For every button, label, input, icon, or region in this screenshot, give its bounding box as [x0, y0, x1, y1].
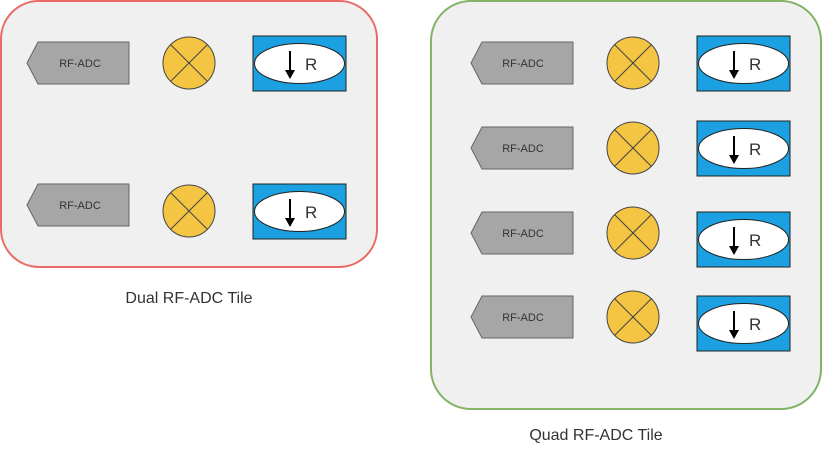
mixer-icon [606, 121, 660, 175]
dual-channel-1: RF-ADC R [26, 35, 347, 92]
quad-channel-3: RF-ADC R [470, 206, 791, 268]
quad-channel-1: RF-ADC R [470, 35, 791, 92]
down-arrow-icon [729, 227, 739, 255]
dual-rf-adc-tile: RF-ADC R RF-ADC [0, 0, 378, 268]
dual-channel-2: RF-ADC R [26, 183, 347, 240]
decimator-block: R [252, 183, 347, 240]
rf-adc-label: RF-ADC [502, 312, 544, 324]
rf-adc-label: RF-ADC [502, 58, 544, 70]
rf-adc-block [470, 211, 574, 255]
down-arrow-icon [729, 311, 739, 339]
quad-channel-2: RF-ADC R [470, 120, 791, 177]
decimator-label: R [749, 140, 761, 159]
rf-adc-block [470, 41, 574, 85]
quad-channel-4: RF-ADC R [470, 290, 791, 352]
mixer-icon [606, 36, 660, 90]
decimator-label: R [305, 55, 317, 74]
dual-tile-caption: Dual RF-ADC Tile [125, 290, 252, 307]
down-arrow-icon [285, 51, 295, 79]
quad-tile-caption: Quad RF-ADC Tile [529, 427, 662, 444]
decimator-block: R [696, 35, 791, 92]
down-arrow-icon [729, 136, 739, 164]
decimator-block: R [696, 120, 791, 177]
decimator-block: R [252, 35, 347, 92]
mixer-icon [606, 290, 660, 344]
rf-adc-block [26, 183, 130, 227]
down-arrow-icon [729, 51, 739, 79]
rf-adc-block [470, 295, 574, 339]
rf-adc-label: RF-ADC [502, 143, 544, 155]
decimator-label: R [749, 55, 761, 74]
rf-adc-label: RF-ADC [59, 58, 101, 70]
decimator-block: R [696, 295, 791, 352]
decimator-label: R [749, 231, 761, 250]
rf-adc-label: RF-ADC [59, 200, 101, 212]
decimator-label: R [305, 203, 317, 222]
mixer-icon [162, 36, 216, 90]
rf-adc-block [26, 41, 130, 85]
rf-adc-block [470, 126, 574, 170]
mixer-icon [606, 206, 660, 260]
rf-adc-label: RF-ADC [502, 228, 544, 240]
down-arrow-icon [285, 199, 295, 227]
decimator-label: R [749, 315, 761, 334]
quad-rf-adc-tile: RF-ADC R RF-ADC [430, 0, 822, 410]
decimator-block: R [696, 211, 791, 268]
mixer-icon [162, 184, 216, 238]
